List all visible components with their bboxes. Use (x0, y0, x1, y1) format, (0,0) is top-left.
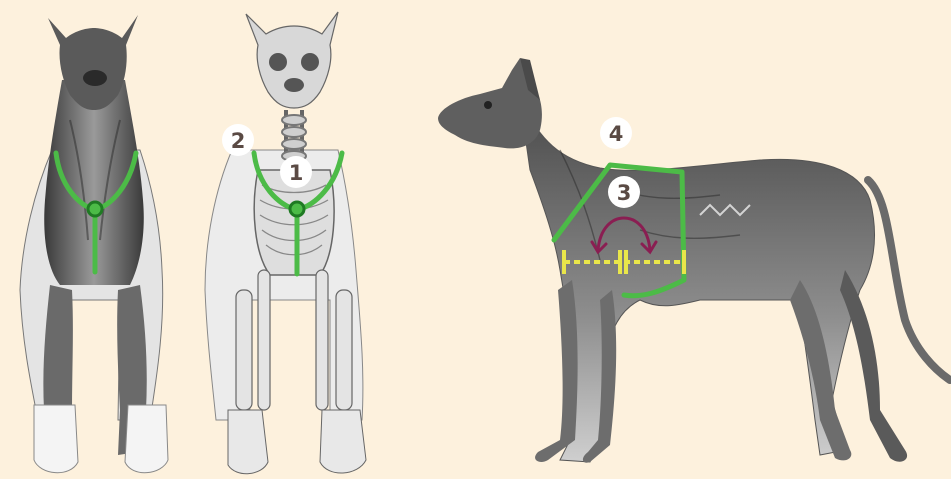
front-skeleton-dog (205, 12, 366, 474)
label-3-text: 3 (617, 181, 632, 205)
label-4-text: 4 (609, 122, 624, 146)
side-muscle-dog (438, 58, 950, 463)
label-2: 2 (222, 124, 254, 156)
label-1-text: 1 (289, 161, 304, 185)
label-1: 1 (280, 156, 312, 188)
label-2-text: 2 (231, 129, 246, 153)
label-4: 4 (600, 117, 632, 149)
label-3: 3 (608, 176, 640, 208)
